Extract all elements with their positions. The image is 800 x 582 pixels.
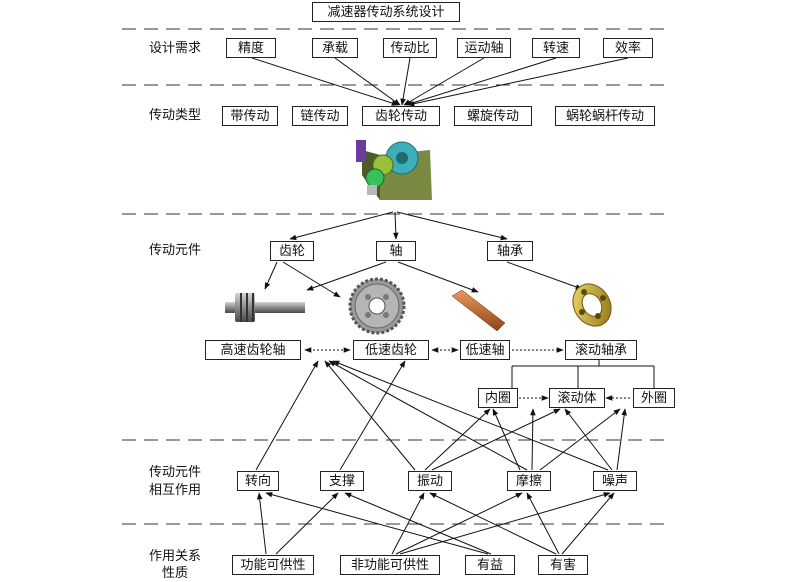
diagram-title: 减速器传动系统设计 — [312, 2, 460, 22]
spur-gear-illustration — [348, 277, 406, 335]
ball-bearing-illustration — [572, 283, 612, 327]
element-gear: 齿轮 — [270, 241, 314, 261]
section-label-transmission-type: 传动类型 — [148, 108, 201, 123]
type-screw: 螺旋传动 — [454, 106, 532, 126]
type-belt: 带传动 — [222, 106, 278, 126]
shaft-illustration — [451, 289, 506, 332]
part-low-speed-gear: 低速齿轮 — [353, 340, 429, 360]
element-bearing: 轴承 — [487, 241, 533, 261]
element-shaft: 轴 — [376, 241, 416, 261]
gearbox-illustration — [356, 140, 432, 200]
requirement-motion-axis: 运动轴 — [457, 38, 511, 58]
section-label-transmission-elements: 传动元件 — [148, 243, 201, 258]
interaction-noise: 噪声 — [593, 471, 637, 491]
part-high-speed-gear-shaft: 高速齿轮轴 — [205, 340, 301, 360]
requirement-efficiency: 效率 — [603, 38, 653, 58]
interaction-steering: 转向 — [237, 471, 279, 491]
section-label-interaction-line2: 相互作用 — [148, 483, 201, 498]
bearing-rolling-element: 滚动体 — [549, 388, 605, 408]
type-chain: 链传动 — [292, 106, 348, 126]
requirement-precision: 精度 — [226, 38, 276, 58]
requirement-speed: 转速 — [532, 38, 580, 58]
type-gear: 齿轮传动 — [362, 106, 440, 126]
part-links — [304, 347, 630, 401]
interaction-vibration: 振动 — [408, 471, 452, 491]
section-label-interaction-line1: 传动元件 — [148, 465, 201, 480]
property-harmful: 有害 — [538, 555, 588, 575]
property-non-functional-affordance: 非功能可供性 — [340, 555, 440, 575]
requirement-load: 承载 — [312, 38, 358, 58]
requirement-arrows — [251, 57, 629, 107]
requirement-ratio: 传动比 — [383, 38, 437, 58]
property-beneficial: 有益 — [465, 555, 515, 575]
section-label-property-line1: 作用关系 — [148, 549, 201, 564]
part-low-speed-shaft: 低速轴 — [460, 340, 510, 360]
part-rolling-bearing: 滚动轴承 — [565, 340, 637, 360]
interaction-friction: 摩擦 — [507, 471, 551, 491]
section-label-property-line2: 性质 — [161, 566, 188, 581]
bearing-outer-ring: 外圈 — [633, 388, 675, 408]
gear-shaft-illustration — [225, 293, 305, 322]
interaction-support: 支撑 — [320, 471, 364, 491]
property-arrows — [256, 491, 615, 555]
section-dividers — [122, 28, 668, 525]
element-arrows — [264, 211, 583, 298]
section-label-design-requirements: 设计需求 — [148, 41, 201, 56]
property-functional-affordance: 功能可供性 — [232, 555, 314, 575]
type-worm: 蜗轮蜗杆传动 — [555, 106, 655, 126]
bearing-inner-ring: 内圈 — [478, 388, 518, 408]
bearing-bracket — [511, 360, 655, 388]
interaction-arrows — [255, 360, 627, 471]
